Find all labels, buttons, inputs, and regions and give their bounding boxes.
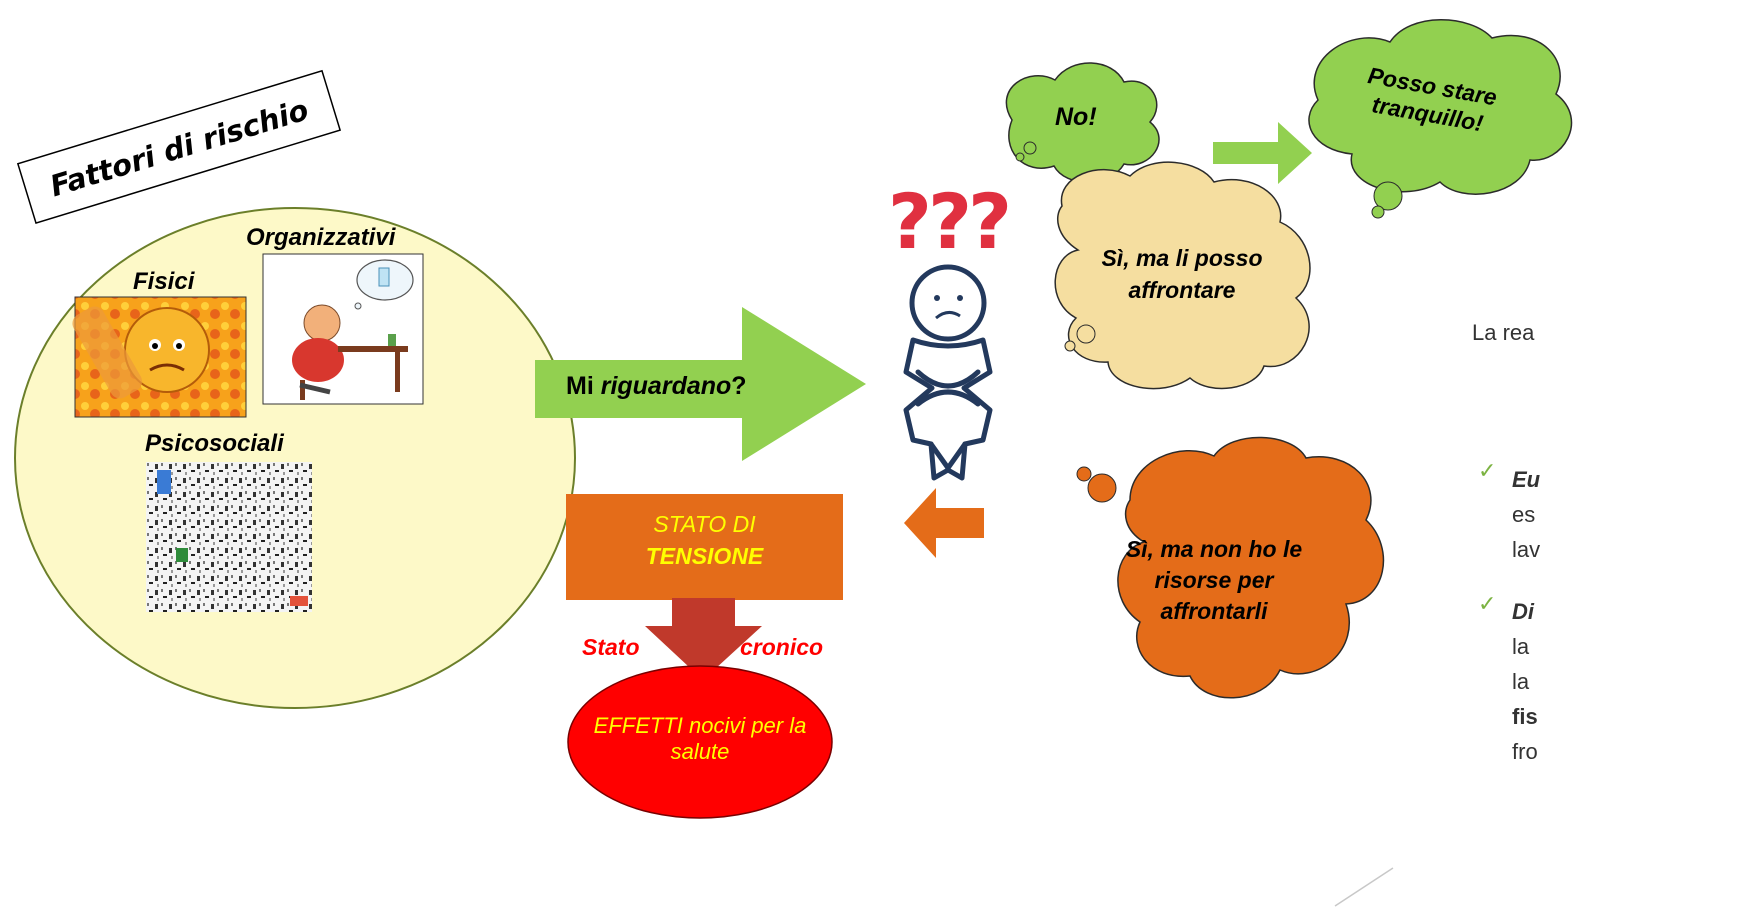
thought-cannot-cope-line1: Sì, ma non ho le bbox=[1125, 536, 1303, 562]
thought-cannot-cope-line2: risorse per bbox=[1154, 567, 1274, 593]
side-panel-item2: Di la la fis fro bbox=[1512, 594, 1538, 769]
question-label: Mi riguardano? bbox=[566, 372, 747, 401]
thought-cannot-cope-line3: affrontarli bbox=[1160, 598, 1268, 624]
side-panel-item2-line3: la bbox=[1512, 669, 1530, 694]
confused-person bbox=[903, 264, 993, 481]
confused-face bbox=[934, 295, 963, 320]
question-mark: ? bbox=[731, 372, 747, 400]
side-panel-item1-line1: Eu bbox=[1512, 467, 1541, 492]
decorative-line bbox=[1334, 867, 1394, 907]
thought-can-cope-text: Sì, ma li posso affrontare bbox=[1072, 242, 1292, 306]
side-panel-item1: Eu es lav bbox=[1512, 462, 1540, 567]
check-icon: ✓ bbox=[1478, 592, 1496, 617]
orange-arrow bbox=[904, 488, 984, 558]
thought-bubble-can-cope bbox=[1054, 161, 1311, 390]
strain-label-line1: STATO DI bbox=[653, 511, 756, 537]
side-panel-item1-line2: es bbox=[1512, 502, 1536, 527]
strain-label: STATO DI TENSIONE bbox=[566, 508, 843, 572]
thought-bubble-no bbox=[1005, 62, 1160, 183]
physical-factors-image bbox=[72, 296, 247, 418]
question-text-emphasis: riguardano bbox=[600, 372, 732, 400]
thought-cannot-cope-text: Sì, ma non ho le risorse per affrontarli bbox=[1104, 534, 1324, 627]
question-text: Mi bbox=[566, 372, 601, 400]
thought-can-cope-line1: Sì, ma li posso bbox=[1101, 245, 1263, 271]
small-green-arrow bbox=[1213, 122, 1312, 184]
effects-oval bbox=[567, 665, 833, 819]
chronic-down-arrow bbox=[645, 598, 762, 680]
side-panel-item2-line5: fro bbox=[1512, 739, 1538, 764]
thought-bubble-calm bbox=[1308, 19, 1573, 219]
thought-can-cope-line2: affrontare bbox=[1128, 277, 1236, 303]
side-panel-item2-line1: Di bbox=[1512, 599, 1534, 624]
psychosocial-factors-image bbox=[146, 462, 312, 612]
risk-factors-title-box: Fattori di rischio bbox=[16, 69, 342, 224]
label-psychosocial: Psicosociali bbox=[145, 430, 284, 457]
side-panel-item2-line2: la bbox=[1512, 634, 1530, 659]
thought-bubble-cannot-cope bbox=[1076, 436, 1385, 699]
organizational-factors-image bbox=[262, 253, 424, 405]
side-panel-intro: La rea bbox=[1472, 320, 1535, 345]
side-panel-item1-line3: lav bbox=[1512, 537, 1541, 562]
chronic-label-right: cronico bbox=[740, 634, 824, 660]
big-green-arrow bbox=[535, 307, 866, 461]
question-marks-icon: ??? bbox=[888, 177, 1008, 266]
label-organizational: Organizzativi bbox=[246, 224, 396, 251]
strain-box bbox=[566, 494, 843, 600]
thought-no-text: No! bbox=[1055, 103, 1097, 131]
label-physical: Fisici bbox=[133, 268, 195, 295]
side-panel-item2-line4: fis bbox=[1512, 704, 1538, 729]
effects-label: EFFETTI nocivi per la salute bbox=[593, 713, 807, 764]
check-icon: ✓ bbox=[1478, 459, 1496, 484]
chronic-label-left: Stato bbox=[582, 634, 640, 660]
strain-label-line2: TENSIONE bbox=[645, 543, 764, 569]
